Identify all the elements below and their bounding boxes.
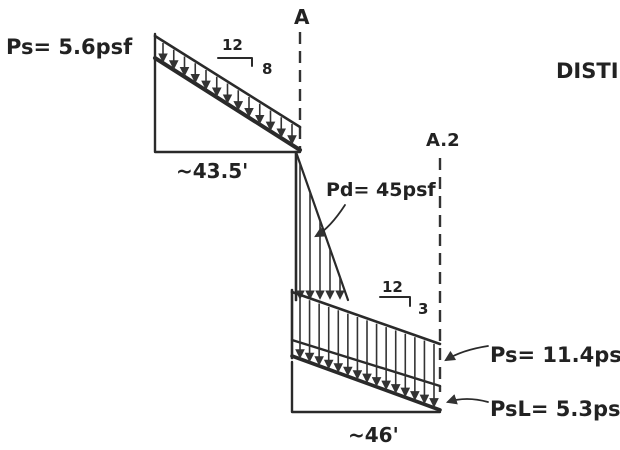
gridline-a-label: A bbox=[294, 5, 310, 29]
upper-span-label: ~43.5' bbox=[176, 159, 248, 183]
upper-roof-line bbox=[153, 56, 302, 152]
lower-slope-run: 12 bbox=[382, 278, 403, 296]
lower-roof-load bbox=[290, 288, 442, 414]
cut-off-title: DISTI bbox=[556, 59, 619, 83]
drift-leader-arrow bbox=[314, 204, 346, 238]
lower-dimension-frame bbox=[290, 360, 442, 414]
upper-slope-run: 12 bbox=[222, 36, 243, 54]
upper-snow-load-label: Ps= 5.6psf bbox=[6, 35, 133, 59]
upper-load-top-line bbox=[153, 34, 302, 129]
lower-load-top-line bbox=[290, 290, 442, 346]
lower-slope-rise: 3 bbox=[418, 300, 428, 318]
sliding-load-label: PsL= 5.3psf bbox=[490, 397, 620, 421]
upper-load-arrows bbox=[158, 43, 297, 145]
lower-span-label: ~46' bbox=[348, 423, 399, 447]
lower-slope-triangle-icon bbox=[379, 296, 411, 307]
lower-snow-leader-arrow bbox=[444, 345, 489, 362]
drift-load-label: Pd= 45psf bbox=[326, 179, 436, 201]
lower-load-arrows bbox=[295, 296, 439, 408]
upper-slope-triangle-icon bbox=[217, 57, 253, 67]
lower-snow-load-label: Ps= 11.4psf bbox=[490, 343, 620, 367]
drift-load bbox=[294, 150, 350, 302]
upper-roof-load bbox=[153, 32, 302, 154]
gridline-a2-label: A.2 bbox=[426, 130, 460, 151]
upper-slope-rise: 8 bbox=[262, 60, 272, 78]
sliding-leader-arrow bbox=[445, 394, 489, 405]
upper-dimension-frame bbox=[153, 56, 302, 154]
